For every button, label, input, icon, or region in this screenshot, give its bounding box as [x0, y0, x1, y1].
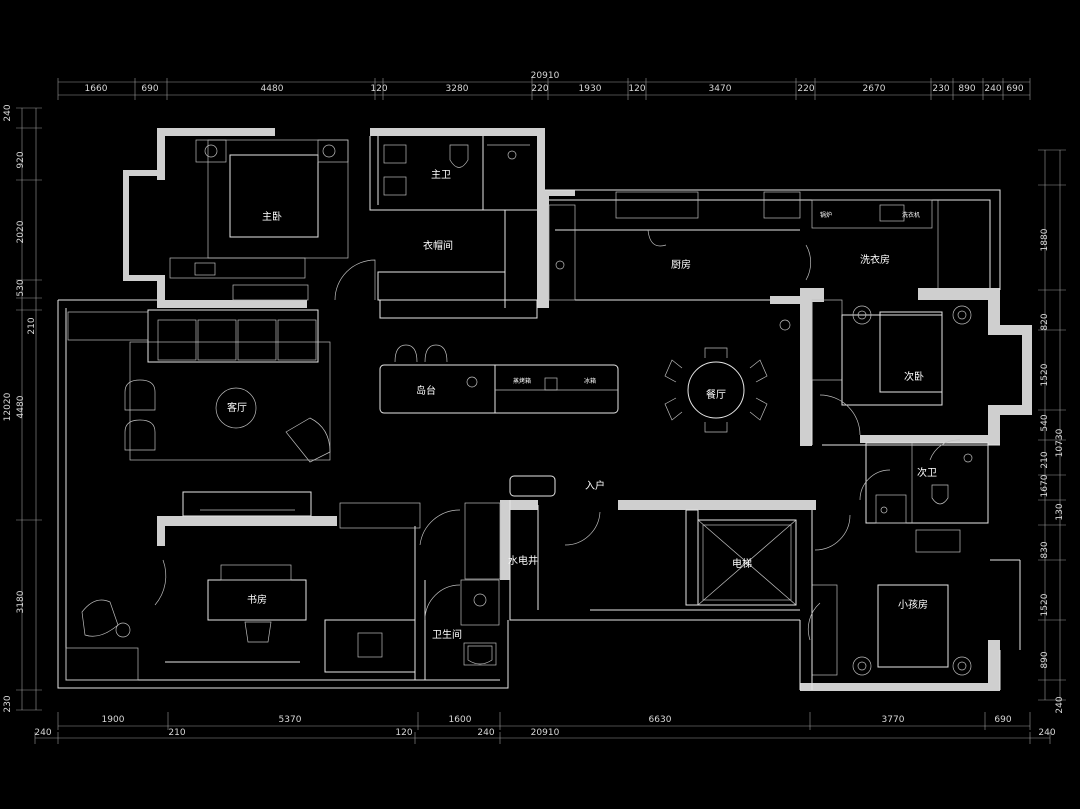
- dimension-lines: [16, 78, 1066, 744]
- dim-top-seg: 4480: [261, 84, 284, 94]
- dim-bottom-seg: 210: [168, 728, 185, 738]
- dim-bottom-total: 20910: [531, 728, 560, 738]
- room-labels: 主卧 主卫 衣帽间 厨房 洗衣房 客厅 岛台 餐厅 次卧 次卫 入户 书房 水电…: [227, 169, 937, 641]
- dim-bottom-seg: 1600: [449, 715, 472, 725]
- dim-right-total: 10730: [1055, 428, 1065, 457]
- label-kids-room: 小孩房: [898, 598, 928, 611]
- label-water-elec-shaft: 水电井: [508, 554, 538, 567]
- wall-outlines: [57, 136, 1021, 690]
- label-master-bath: 主卫: [431, 169, 451, 181]
- dim-top-seg: 230: [932, 84, 949, 94]
- dim-left-seg: 240: [3, 104, 13, 121]
- label-second-bath: 次卫: [917, 466, 937, 479]
- dim-left-seg: 210: [27, 317, 37, 334]
- label-walkin-closet: 衣帽间: [423, 239, 453, 252]
- dim-left-total: 12020: [3, 392, 13, 421]
- dim-right-seg: 820: [1040, 313, 1050, 330]
- dim-right-seg: 540: [1040, 414, 1050, 431]
- label-second-bedroom: 次卧: [904, 370, 924, 383]
- label-island-a: 蒸烤箱: [513, 377, 531, 385]
- dim-top-seg: 120: [628, 84, 645, 94]
- dim-bottom-seg: 3770: [882, 715, 905, 725]
- label-laundry-b: 洗衣机: [902, 211, 920, 219]
- dim-bottom-seg: 5370: [279, 715, 302, 725]
- dim-top-seg: 220: [531, 84, 548, 94]
- dim-right-seg: 210: [1040, 451, 1050, 468]
- label-bathroom: 卫生间: [432, 628, 462, 641]
- label-entrance: 入户: [585, 479, 605, 492]
- dim-right-seg: 240: [1055, 696, 1065, 713]
- dim-top-seg: 690: [1006, 84, 1023, 94]
- dim-top-seg: 3280: [446, 84, 469, 94]
- label-study: 书房: [247, 593, 267, 606]
- dim-bottom-seg: 690: [994, 715, 1011, 725]
- dim-right-seg: 1520: [1040, 363, 1050, 386]
- dim-left-seg: 920: [16, 151, 26, 168]
- dim-top-seg: 690: [141, 84, 158, 94]
- dim-right-seg: 1880: [1040, 228, 1050, 251]
- dim-top-seg: 220: [797, 84, 814, 94]
- dim-right-seg: 1670: [1040, 474, 1050, 497]
- dim-top-seg: 890: [958, 84, 975, 94]
- dim-top-seg: 120: [370, 84, 387, 94]
- dim-top-seg: 3470: [709, 84, 732, 94]
- label-dining: 餐厅: [706, 388, 726, 401]
- dim-bottom-seg: 120: [395, 728, 412, 738]
- dim-right-seg: 1520: [1040, 593, 1050, 616]
- dim-left-seg: 530: [16, 279, 26, 296]
- dim-bottom-seg: 240: [34, 728, 51, 738]
- dim-top-seg: 1660: [85, 84, 108, 94]
- dim-bottom-seg: 240: [1038, 728, 1055, 738]
- label-island-b: 冰箱: [584, 377, 596, 385]
- label-kitchen: 厨房: [671, 258, 691, 271]
- label-elevator: 电梯: [732, 557, 752, 570]
- dim-top-seg: 240: [984, 84, 1001, 94]
- label-island: 岛台: [416, 384, 436, 397]
- dim-left-seg: 4480: [16, 395, 26, 418]
- label-laundry: 洗衣房: [860, 253, 890, 266]
- label-master-bedroom: 主卧: [262, 210, 282, 223]
- dim-left-seg: 3180: [16, 590, 26, 613]
- label-living-room: 客厅: [227, 401, 247, 414]
- dim-top-seg: 2670: [863, 84, 886, 94]
- dim-left-seg: 2020: [16, 220, 26, 243]
- dim-bottom-seg: 240: [477, 728, 494, 738]
- label-laundry-a: 锅炉: [820, 211, 832, 219]
- dim-right-seg: 130: [1055, 503, 1065, 520]
- dim-right-seg: 890: [1040, 651, 1050, 668]
- dim-top-total: 20910: [531, 71, 560, 81]
- dim-left-seg: 230: [3, 695, 13, 712]
- dim-right-seg: 830: [1040, 541, 1050, 558]
- dimension-labels: 20910 1660 690 4480 120 3280 220 1930 12…: [3, 71, 1065, 738]
- dim-bottom-seg: 1900: [102, 715, 125, 725]
- dim-bottom-seg: 6630: [649, 715, 672, 725]
- furniture: [81, 139, 973, 676]
- dim-top-seg: 1930: [579, 84, 602, 94]
- walls: [123, 128, 1032, 691]
